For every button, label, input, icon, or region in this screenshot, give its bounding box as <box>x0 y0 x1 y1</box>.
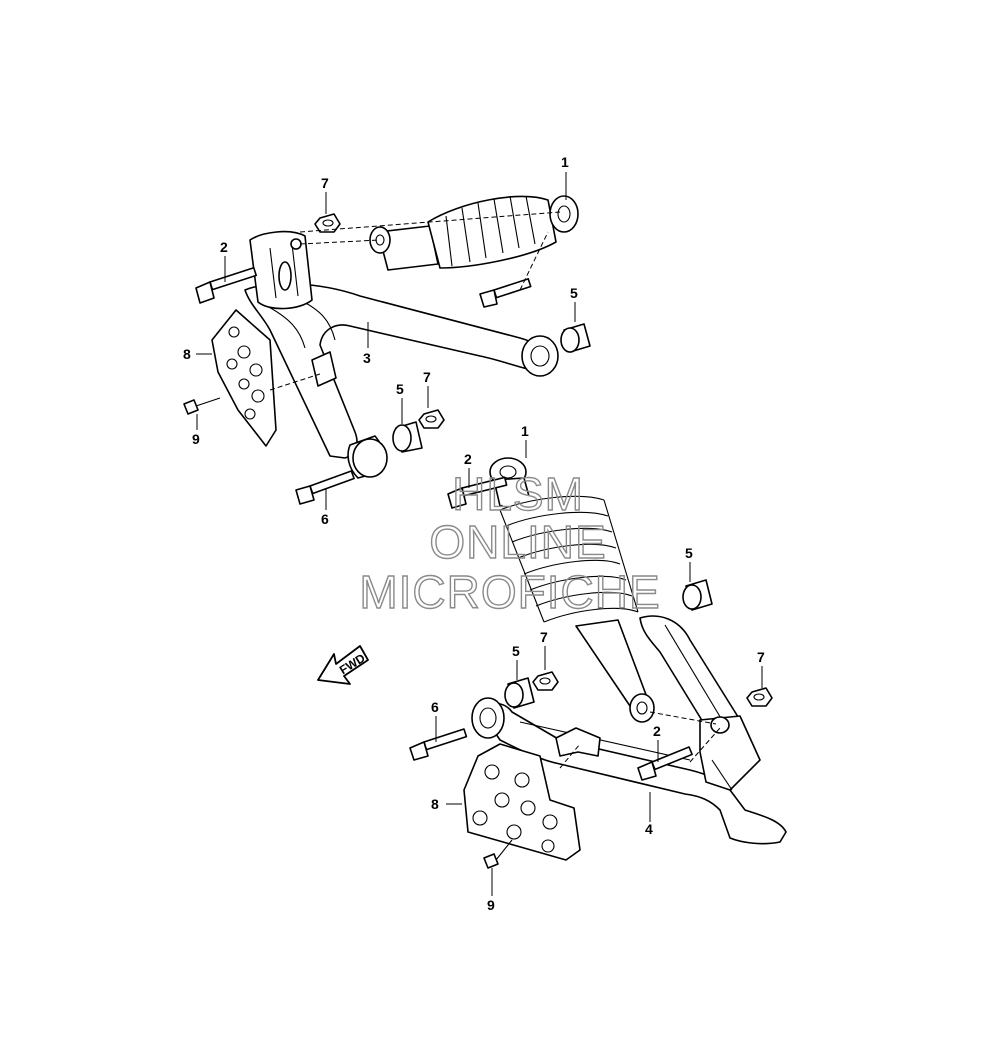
callout-bot-1: 1 <box>521 423 529 439</box>
bush-5-upper-a <box>560 323 591 353</box>
callout-top-9: 9 <box>192 431 200 447</box>
callout-bot-2b: 2 <box>653 723 661 739</box>
swing-arm-lower <box>471 615 787 845</box>
callout-bot-7b: 7 <box>757 649 765 665</box>
callout-top-2: 2 <box>220 239 228 255</box>
guard-plate-8-upper <box>211 309 277 447</box>
bolt-upper-right <box>479 278 532 308</box>
leader-lines-upper <box>196 172 576 510</box>
bolt-2-upper <box>195 266 258 304</box>
upper-mount-bracket <box>249 230 313 310</box>
watermark: HLSM ONLINE MICROFICHE <box>359 467 661 618</box>
nut-7-lower-b <box>746 687 773 707</box>
callout-bot-2a: 2 <box>464 451 472 467</box>
watermark-line-3: MICROFICHE <box>359 566 660 618</box>
fwd-arrow-icon: FWD <box>317 645 369 685</box>
nut-7-upper-b <box>418 409 445 429</box>
guard-plate-8-lower <box>463 743 581 861</box>
callout-top-5a: 5 <box>570 285 578 301</box>
watermark-line-2: ONLINE <box>429 516 606 568</box>
bush-5-upper-b <box>392 421 423 453</box>
bolt-6-upper <box>295 470 355 505</box>
callout-top-6: 6 <box>321 511 329 527</box>
callout-bot-5a: 5 <box>685 545 693 561</box>
bush-5-lower-a <box>682 579 713 611</box>
screw-9-upper <box>183 397 221 415</box>
bush-5-lower-b <box>504 677 535 709</box>
callout-top-7a: 7 <box>321 175 329 191</box>
nut-7-lower-a <box>532 671 559 691</box>
watermark-line-1: HLSM <box>452 468 584 520</box>
callout-bot-6: 6 <box>431 699 439 715</box>
callout-bot-4: 4 <box>645 821 653 837</box>
callout-bot-5b: 5 <box>512 643 520 659</box>
callout-bot-9: 9 <box>487 897 495 913</box>
callout-top-1: 1 <box>561 154 569 170</box>
screw-9-lower <box>483 839 513 869</box>
callout-bot-7a: 7 <box>540 629 548 645</box>
shock-absorber-upper <box>369 195 579 271</box>
callout-top-5b: 5 <box>396 381 404 397</box>
leader-lines-lower <box>435 440 763 896</box>
bolt-2-lower-a <box>447 476 508 509</box>
nut-7-upper-a <box>314 213 341 233</box>
callout-top-7b: 7 <box>423 369 431 385</box>
swing-arm-upper <box>244 283 559 479</box>
bolt-6-lower <box>409 728 468 761</box>
callout-top-8: 8 <box>183 346 191 362</box>
bolt-2-lower-b <box>637 746 693 781</box>
callout-bot-8: 8 <box>431 796 439 812</box>
callout-top-3: 3 <box>363 350 371 366</box>
callout-labels: 1 2 3 5 5 6 7 7 8 9 1 2 2 4 5 5 6 7 7 8 … <box>183 154 765 913</box>
